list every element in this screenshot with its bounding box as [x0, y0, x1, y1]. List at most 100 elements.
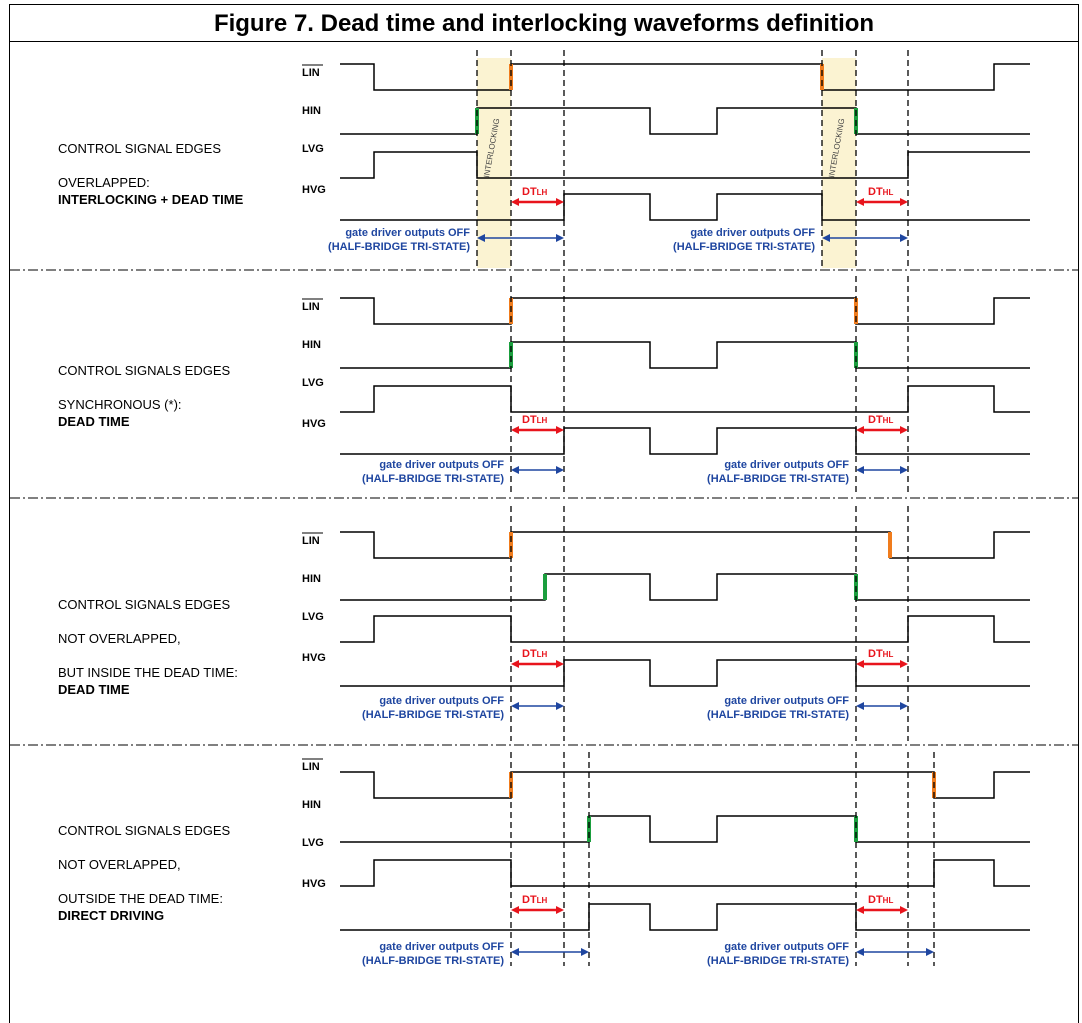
case-3-mode: DEAD TIME: [58, 682, 130, 697]
case-1-dthl-label: DTHL: [868, 186, 893, 198]
case-2-hvg-wave: [340, 427, 1030, 455]
figure-title: Figure 7. Dead time and interlocking wav…: [10, 5, 1078, 42]
case-1-dtlh-label: DTLH: [522, 186, 548, 198]
case-1-line2: OVERLAPPED:: [58, 175, 150, 190]
case-4-hin-edge-1: [587, 816, 591, 842]
case-4-hvg-wave: [340, 903, 1030, 931]
case-2-off-1-line2: (HALF-BRIDGE TRI-STATE): [362, 473, 504, 485]
case-4-hvg-name: HVG: [302, 878, 326, 890]
case-1-dtlh-arrow: [511, 198, 564, 206]
case-1-lvg-wave: [340, 151, 1030, 179]
case-4-lin-name: LIN: [302, 761, 320, 773]
case-4-dthl-arrow: [856, 906, 908, 914]
case-1-off-2-line1: gate driver outputs OFF: [690, 227, 815, 239]
case-1-hvg-wave: [340, 193, 1030, 221]
case-1-lvg-name: LVG: [302, 143, 324, 155]
case-3-label: CONTROL SIGNALS EDGES NOT OVERLAPPED, BU…: [58, 579, 238, 715]
case-1-lin-name: LIN: [302, 67, 320, 79]
case-2-off-2-line2: (HALF-BRIDGE TRI-STATE): [707, 473, 849, 485]
case-3-line2: NOT OVERLAPPED,: [58, 631, 181, 646]
case-3-lvg-name: LVG: [302, 611, 324, 623]
case-3-lin-edge-2: [888, 532, 892, 558]
case-2-off-arrow-1: [511, 466, 564, 474]
case-4-dtlh-label: DTLH: [522, 894, 548, 906]
case-2-hin-name: HIN: [302, 339, 321, 351]
case-4-hin-name: HIN: [302, 799, 321, 811]
interlock-zone-2: [822, 58, 856, 268]
case-2-lin-wave: [340, 297, 1030, 325]
case-3-hin-name: HIN: [302, 573, 321, 585]
case-4-line3: OUTSIDE THE DEAD TIME:: [58, 891, 223, 906]
case-1-lin-edge-1: [509, 64, 513, 90]
case-2-dtlh-label: DTLH: [522, 414, 548, 426]
case-4-off-2-line1: gate driver outputs OFF: [724, 941, 849, 953]
case-4-dtlh-arrow: [511, 906, 564, 914]
case-2-label: CONTROL SIGNALS EDGES SYNCHRONOUS (*): D…: [58, 345, 230, 447]
case-4-off-1-line1: gate driver outputs OFF: [379, 941, 504, 953]
case-1-off-arrow-1: [477, 234, 564, 242]
case-3-off-arrow-1: [511, 702, 564, 710]
case-4-off-arrow-2: [856, 948, 934, 956]
case-3-dthl-arrow: [856, 660, 908, 668]
case-3-off-arrow-2: [856, 702, 908, 710]
interlock-zone-1: [477, 58, 511, 268]
case-3-lin-name: LIN: [302, 535, 320, 547]
case-1-off-1-line1: gate driver outputs OFF: [345, 227, 470, 239]
case-1-line1: CONTROL SIGNAL EDGES: [58, 141, 222, 156]
case-3-off-2-line2: (HALF-BRIDGE TRI-STATE): [707, 709, 849, 721]
case-2-hvg-name: HVG: [302, 418, 326, 430]
case-1-label: CONTROL SIGNAL EDGES OVERLAPPED: INTERLO…: [58, 123, 243, 225]
case-4-hin-wave: [340, 815, 1030, 843]
case-2-line2: SYNCHRONOUS (*):: [58, 397, 182, 412]
case-2-dtlh-arrow: [511, 426, 564, 434]
case-2-off-2-line1: gate driver outputs OFF: [724, 459, 849, 471]
case-2-lvg-wave: [340, 385, 1030, 413]
case-3-line1: CONTROL SIGNALS EDGES: [58, 597, 231, 612]
case-1-hin-name: HIN: [302, 105, 321, 117]
case-3-dtlh-label: DTLH: [522, 648, 548, 660]
case-3-lin-edge-1: [509, 532, 513, 558]
case-3-hin-edge-1: [543, 574, 547, 600]
case-3-dthl-label: DTHL: [868, 648, 893, 660]
case-3-hin-wave: [340, 573, 1030, 601]
case-4-lin-wave: [340, 771, 1030, 799]
case-1-lin-wave: [340, 63, 1030, 91]
case-4-mode: DIRECT DRIVING: [58, 908, 165, 923]
case-2-hin-edge-1: [509, 342, 513, 368]
case-1-dthl-arrow: [856, 198, 908, 206]
case-2-lvg-name: LVG: [302, 377, 324, 389]
case-1-hin-wave: [340, 107, 1030, 135]
case-3-lvg-wave: [340, 615, 1030, 643]
case-4-lvg-wave: [340, 859, 1030, 887]
case-4-line1: CONTROL SIGNALS EDGES: [58, 823, 231, 838]
case-2-lin-name: LIN: [302, 301, 320, 313]
case-4-label: CONTROL SIGNALS EDGES NOT OVERLAPPED, OU…: [58, 805, 230, 941]
case-2-hin-wave: [340, 341, 1030, 369]
case-2-mode: DEAD TIME: [58, 414, 130, 429]
case-4-off-1-line2: (HALF-BRIDGE TRI-STATE): [362, 955, 504, 967]
case-2-dthl-arrow: [856, 426, 908, 434]
case-1-off-1-line2: (HALF-BRIDGE TRI-STATE): [328, 241, 470, 253]
case-2-off-arrow-2: [856, 466, 908, 474]
case-1-off-2-line2: (HALF-BRIDGE TRI-STATE): [673, 241, 815, 253]
case-2-line1: CONTROL SIGNALS EDGES: [58, 363, 231, 378]
case-1-mode: INTERLOCKING + DEAD TIME: [58, 192, 244, 207]
case-2-hin-edge-2: [854, 342, 858, 368]
case-3-line3: BUT INSIDE THE DEAD TIME:: [58, 665, 238, 680]
case-4-line2: NOT OVERLAPPED,: [58, 857, 181, 872]
case-3-hvg-wave: [340, 659, 1030, 687]
case-2-dthl-label: DTHL: [868, 414, 893, 426]
case-3-lin-wave: [340, 531, 1030, 559]
case-3-off-2-line1: gate driver outputs OFF: [724, 695, 849, 707]
figure-frame: Figure 7. Dead time and interlocking wav…: [9, 4, 1079, 1023]
case-1-hvg-name: HVG: [302, 184, 326, 196]
case-4-lvg-name: LVG: [302, 837, 324, 849]
case-3-off-1-line2: (HALF-BRIDGE TRI-STATE): [362, 709, 504, 721]
case-2-off-1-line1: gate driver outputs OFF: [379, 459, 504, 471]
case-3-off-1-line1: gate driver outputs OFF: [379, 695, 504, 707]
case-4-off-arrow-1: [511, 948, 589, 956]
case-4-dthl-label: DTHL: [868, 894, 893, 906]
case-3-hvg-name: HVG: [302, 652, 326, 664]
case-4-off-2-line2: (HALF-BRIDGE TRI-STATE): [707, 955, 849, 967]
